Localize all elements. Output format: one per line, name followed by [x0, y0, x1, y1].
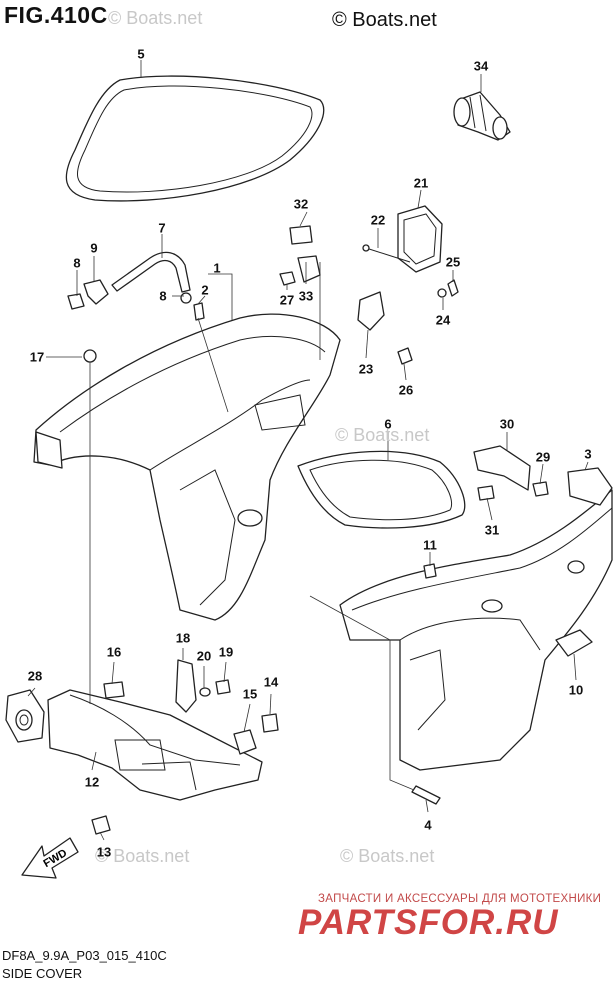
part-1-side-cover-port[interactable]: [33, 313, 341, 621]
callout-10[interactable]: 10: [568, 682, 584, 698]
watermark: © Boats.net: [335, 425, 430, 445]
advert-tagline: ЗАПЧАСТИ И АКСЕССУАРЫ ДЛЯ МОТОТЕХНИКИ: [318, 893, 602, 905]
callout-8-left[interactable]: 8: [73, 255, 81, 271]
part-14-nut[interactable]: [261, 713, 279, 733]
copyright-notice: © Boats.net: [332, 9, 437, 31]
callout-26[interactable]: 26: [398, 382, 414, 398]
part-17-screw[interactable]: [83, 349, 97, 363]
part-5-seal-ring[interactable]: [65, 75, 325, 202]
callout-5[interactable]: 5: [137, 46, 145, 62]
part-8-clip-right[interactable]: [180, 292, 192, 304]
part-15-damper[interactable]: [233, 729, 257, 755]
figure-description: SIDE COVER: [2, 966, 83, 981]
part-31-screw[interactable]: [477, 485, 495, 501]
part-10-grommet[interactable]: [555, 629, 593, 657]
part-30-clip[interactable]: [473, 445, 531, 491]
callout-22[interactable]: 22: [370, 212, 386, 228]
watermark: © Boats.net: [340, 846, 435, 866]
part-27-nut[interactable]: [279, 271, 296, 286]
callout-24[interactable]: 24: [435, 312, 451, 328]
callout-27[interactable]: 27: [279, 292, 295, 308]
callout-15[interactable]: 15: [242, 686, 258, 702]
callout-3[interactable]: 3: [584, 446, 592, 462]
part-20-washer[interactable]: [199, 687, 211, 697]
part-8-clip-left[interactable]: [67, 293, 85, 310]
part-23-bracket[interactable]: [357, 291, 385, 331]
callout-4[interactable]: 4: [424, 817, 432, 833]
figure-title: FIG.410C: [4, 2, 108, 28]
part-26-bolt[interactable]: [397, 347, 413, 365]
part-13-bolt[interactable]: [91, 815, 111, 835]
part-24-washer[interactable]: [437, 288, 447, 298]
callout-23[interactable]: 23: [358, 361, 374, 377]
advert-logo[interactable]: PARTSFOR.RU: [298, 903, 559, 942]
part-9-clip[interactable]: [83, 279, 109, 305]
fwd-arrow: FWD: [21, 837, 79, 879]
callout-14[interactable]: 14: [263, 674, 279, 690]
part-19-screw[interactable]: [215, 679, 231, 695]
part-34-grommet[interactable]: [453, 91, 511, 141]
part-7-hose[interactable]: [111, 251, 191, 293]
part-21-latch[interactable]: [397, 205, 443, 273]
part-25-clip[interactable]: [447, 279, 459, 297]
part-12-lower-bracket[interactable]: [47, 689, 263, 801]
part-6-gasket[interactable]: [297, 450, 466, 529]
part-2-nipple[interactable]: [193, 302, 205, 321]
callout-28[interactable]: 28: [27, 668, 43, 684]
callout-29[interactable]: 29: [535, 449, 551, 465]
callout-25[interactable]: 25: [445, 254, 461, 270]
callout-2[interactable]: 2: [201, 282, 209, 298]
callout-1[interactable]: 1: [213, 260, 221, 276]
callout-8-right[interactable]: 8: [159, 288, 167, 304]
callout-17[interactable]: 17: [29, 349, 45, 365]
part-29-nut[interactable]: [532, 481, 549, 497]
part-32-clip[interactable]: [289, 225, 313, 245]
leader-lines: [27, 60, 589, 841]
model-code: DF8A_9.9A_P03_015_410C: [2, 948, 167, 963]
callout-31[interactable]: 31: [484, 522, 500, 538]
callout-18[interactable]: 18: [175, 630, 191, 646]
callout-34[interactable]: 34: [473, 58, 489, 74]
part-11-screw[interactable]: [423, 563, 437, 579]
part-18-bracket[interactable]: [175, 659, 197, 713]
part-28-mount[interactable]: [5, 689, 45, 743]
watermark: © Boats.net: [95, 846, 190, 866]
callout-20[interactable]: 20: [196, 648, 212, 664]
callout-9[interactable]: 9: [90, 240, 98, 256]
callout-33[interactable]: 33: [298, 288, 314, 304]
callout-16[interactable]: 16: [106, 644, 122, 660]
callout-12[interactable]: 12: [84, 774, 100, 790]
callout-7[interactable]: 7: [158, 220, 166, 236]
part-22-pin[interactable]: [362, 244, 411, 263]
callout-19[interactable]: 19: [218, 644, 234, 660]
watermark: © Boats.net: [108, 8, 203, 28]
part-33-bracket[interactable]: [297, 255, 321, 283]
callout-32[interactable]: 32: [293, 196, 309, 212]
part-16-clip[interactable]: [103, 681, 125, 699]
callout-21[interactable]: 21: [413, 175, 429, 191]
callout-13[interactable]: 13: [96, 844, 112, 860]
callout-30[interactable]: 30: [499, 416, 515, 432]
callout-6[interactable]: 6: [384, 416, 392, 432]
callout-11[interactable]: 11: [423, 537, 437, 553]
